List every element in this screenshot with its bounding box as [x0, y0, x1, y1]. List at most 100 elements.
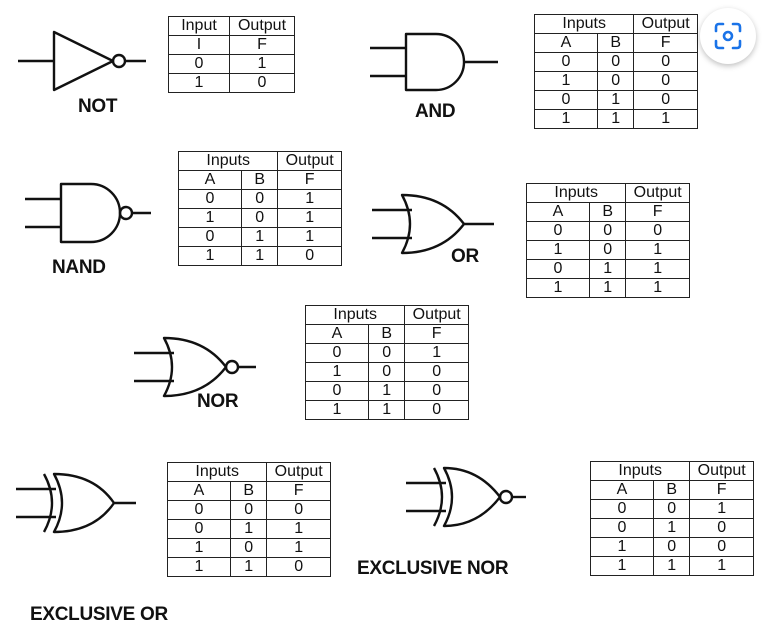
header-cell: Output [625, 183, 690, 203]
table-cell: 0 [652, 537, 691, 557]
subheader-cell: A [178, 170, 242, 190]
lens-icon [714, 22, 742, 50]
table-cell: 1 [596, 90, 635, 110]
table-cell: 0 [168, 54, 230, 74]
or-gate-symbol [372, 193, 496, 255]
table-cell: 0 [534, 52, 598, 72]
table-cell: 0 [590, 518, 654, 538]
nor-gate-symbol [134, 336, 258, 398]
table-cell: 0 [305, 343, 369, 363]
and-gate-symbol [370, 32, 500, 92]
gate-label-and: AND [415, 101, 456, 122]
header-cell: Output [229, 16, 295, 36]
subheader-cell: F [229, 35, 295, 55]
table-cell: 0 [633, 90, 698, 110]
table-cell: 1 [404, 343, 469, 363]
table-cell: 0 [167, 519, 231, 539]
table-cell: 1 [305, 400, 369, 420]
table-cell: 0 [229, 73, 295, 93]
truth-table-not: Input Output I F 0 1 1 0 [168, 16, 295, 93]
table-cell: 1 [534, 109, 598, 129]
subheader-cell: F [277, 170, 342, 190]
gate-label-xor: EXCLUSIVE OR [30, 604, 168, 625]
table-cell: 1 [652, 518, 691, 538]
header-cell: Inputs [533, 14, 635, 34]
not-gate-symbol [18, 26, 148, 96]
table-cell: 0 [178, 227, 242, 247]
table-cell: 0 [588, 221, 627, 241]
table-cell: 1 [229, 54, 295, 74]
nand-gate-symbol [25, 182, 155, 244]
table-cell: 1 [277, 208, 342, 228]
table-cell: 0 [266, 557, 331, 577]
table-cell: 1 [266, 519, 331, 539]
header-cell: Inputs [525, 183, 627, 203]
gate-label-not: NOT [78, 96, 118, 117]
table-cell: 0 [526, 221, 590, 241]
subheader-cell: F [404, 324, 469, 344]
table-cell: 0 [633, 52, 698, 72]
subheader-cell: A [526, 202, 590, 222]
table-cell: 1 [178, 208, 242, 228]
table-cell: 1 [588, 259, 627, 279]
visual-search-button[interactable] [700, 8, 756, 64]
table-cell: 1 [625, 278, 690, 298]
header-cell: Output [689, 461, 754, 481]
header-cell: Inputs [589, 461, 691, 481]
subheader-cell: A [534, 33, 598, 53]
table-cell: 0 [167, 500, 231, 520]
xor-gate-symbol [16, 472, 140, 534]
header-cell: Output [633, 14, 698, 34]
table-cell: 1 [526, 240, 590, 260]
table-cell: 1 [367, 381, 406, 401]
table-cell: 1 [590, 537, 654, 557]
subheader-cell: F [625, 202, 690, 222]
table-cell: 1 [266, 538, 331, 558]
subheader-cell: F [689, 480, 754, 500]
subheader-cell: B [652, 480, 691, 500]
header-cell: Inputs [166, 462, 268, 482]
subheader-cell: A [590, 480, 654, 500]
subheader-cell: A [167, 481, 231, 501]
gate-label-nand: NAND [52, 257, 106, 278]
table-cell: 0 [404, 400, 469, 420]
table-cell: 0 [689, 518, 754, 538]
table-cell: 1 [588, 278, 627, 298]
table-cell: 1 [168, 73, 230, 93]
table-cell: 1 [590, 556, 654, 576]
table-cell: 0 [229, 538, 268, 558]
header-cell: Output [277, 151, 342, 171]
gate-label-xnor: EXCLUSIVE NOR [357, 558, 509, 579]
table-cell: 0 [240, 189, 279, 209]
table-cell: 0 [625, 221, 690, 241]
table-cell: 1 [526, 278, 590, 298]
header-cell: Inputs [304, 305, 406, 325]
table-cell: 1 [277, 189, 342, 209]
table-cell: 0 [588, 240, 627, 260]
table-cell: 0 [596, 71, 635, 91]
table-row: 0 1 [168, 54, 295, 74]
table-cell: 0 [596, 52, 635, 72]
header-cell: Inputs [177, 151, 279, 171]
table-cell: 1 [305, 362, 369, 382]
table-cell: 1 [625, 240, 690, 260]
table-cell: 0 [404, 362, 469, 382]
table-cell: 1 [178, 246, 242, 266]
header-cell: Output [404, 305, 469, 325]
table-cell: 1 [167, 538, 231, 558]
header-cell: Output [266, 462, 331, 482]
